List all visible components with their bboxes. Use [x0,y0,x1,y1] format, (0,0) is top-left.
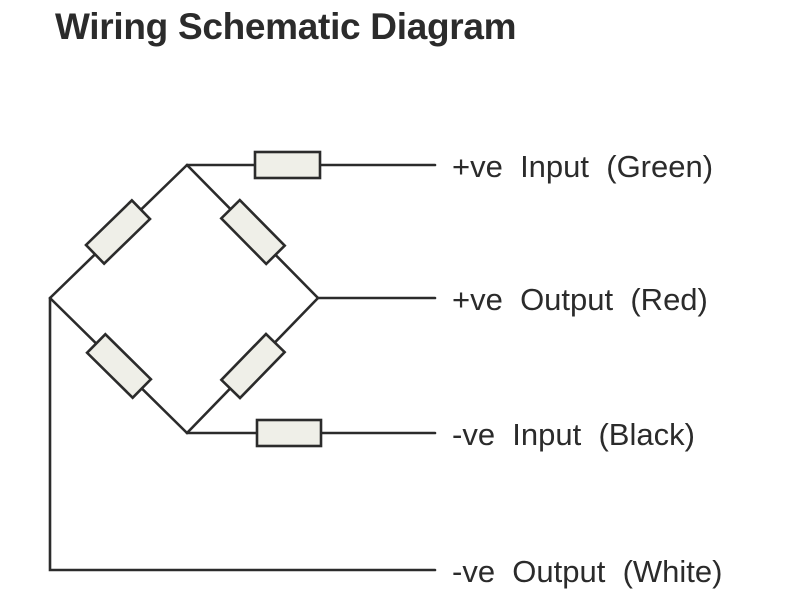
resistor-bridge-bottom-right [219,332,287,400]
bridge-wires [48,163,320,435]
terminal-label-positive-output: +ve Output (Red) [452,282,708,317]
resistor-bridge-top-right [219,198,287,266]
lead-wire-negative-output [48,296,437,572]
resistor-positive-input [253,150,322,180]
diagram-title: Wiring Schematic Diagram [55,6,517,47]
terminal-label-negative-input: -ve Input (Black) [452,417,695,452]
resistor-negative-input [255,418,323,448]
resistor-bridge-top-left [84,198,152,266]
terminal-label-positive-input: +ve Input (Green) [452,149,713,184]
resistor-bridge-bottom-left [85,332,153,400]
terminal-label-negative-output: -ve Output (White) [452,554,722,589]
